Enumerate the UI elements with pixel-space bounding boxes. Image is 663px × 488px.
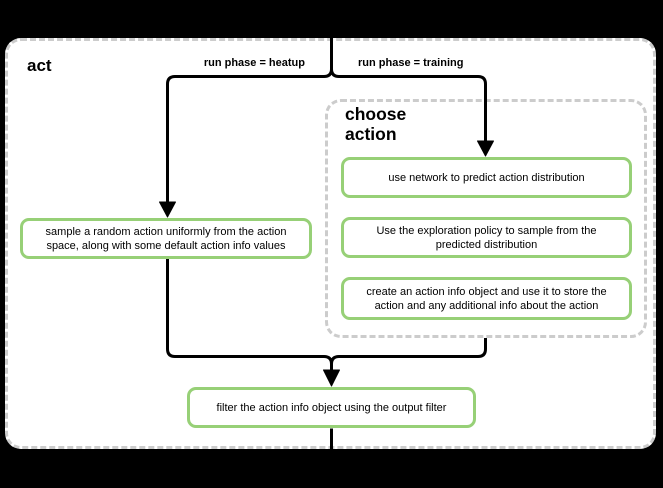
node-use-network: use network to predict action distributi… <box>341 157 632 198</box>
node-create-action-info: create an action info object and use it … <box>341 277 632 320</box>
process-title: act <box>27 56 52 75</box>
choose-action-group-title: choose action <box>345 104 407 144</box>
branch-label-training: run phase = training <box>358 57 464 69</box>
node-exploration-policy: Use the exploration policy to sample fro… <box>341 217 632 258</box>
node-filter-output: filter the action info object using the … <box>187 387 476 428</box>
branch-label-heatup: run phase = heatup <box>203 57 305 69</box>
node-sample-random-action: sample a random action uniformly from th… <box>20 218 312 259</box>
